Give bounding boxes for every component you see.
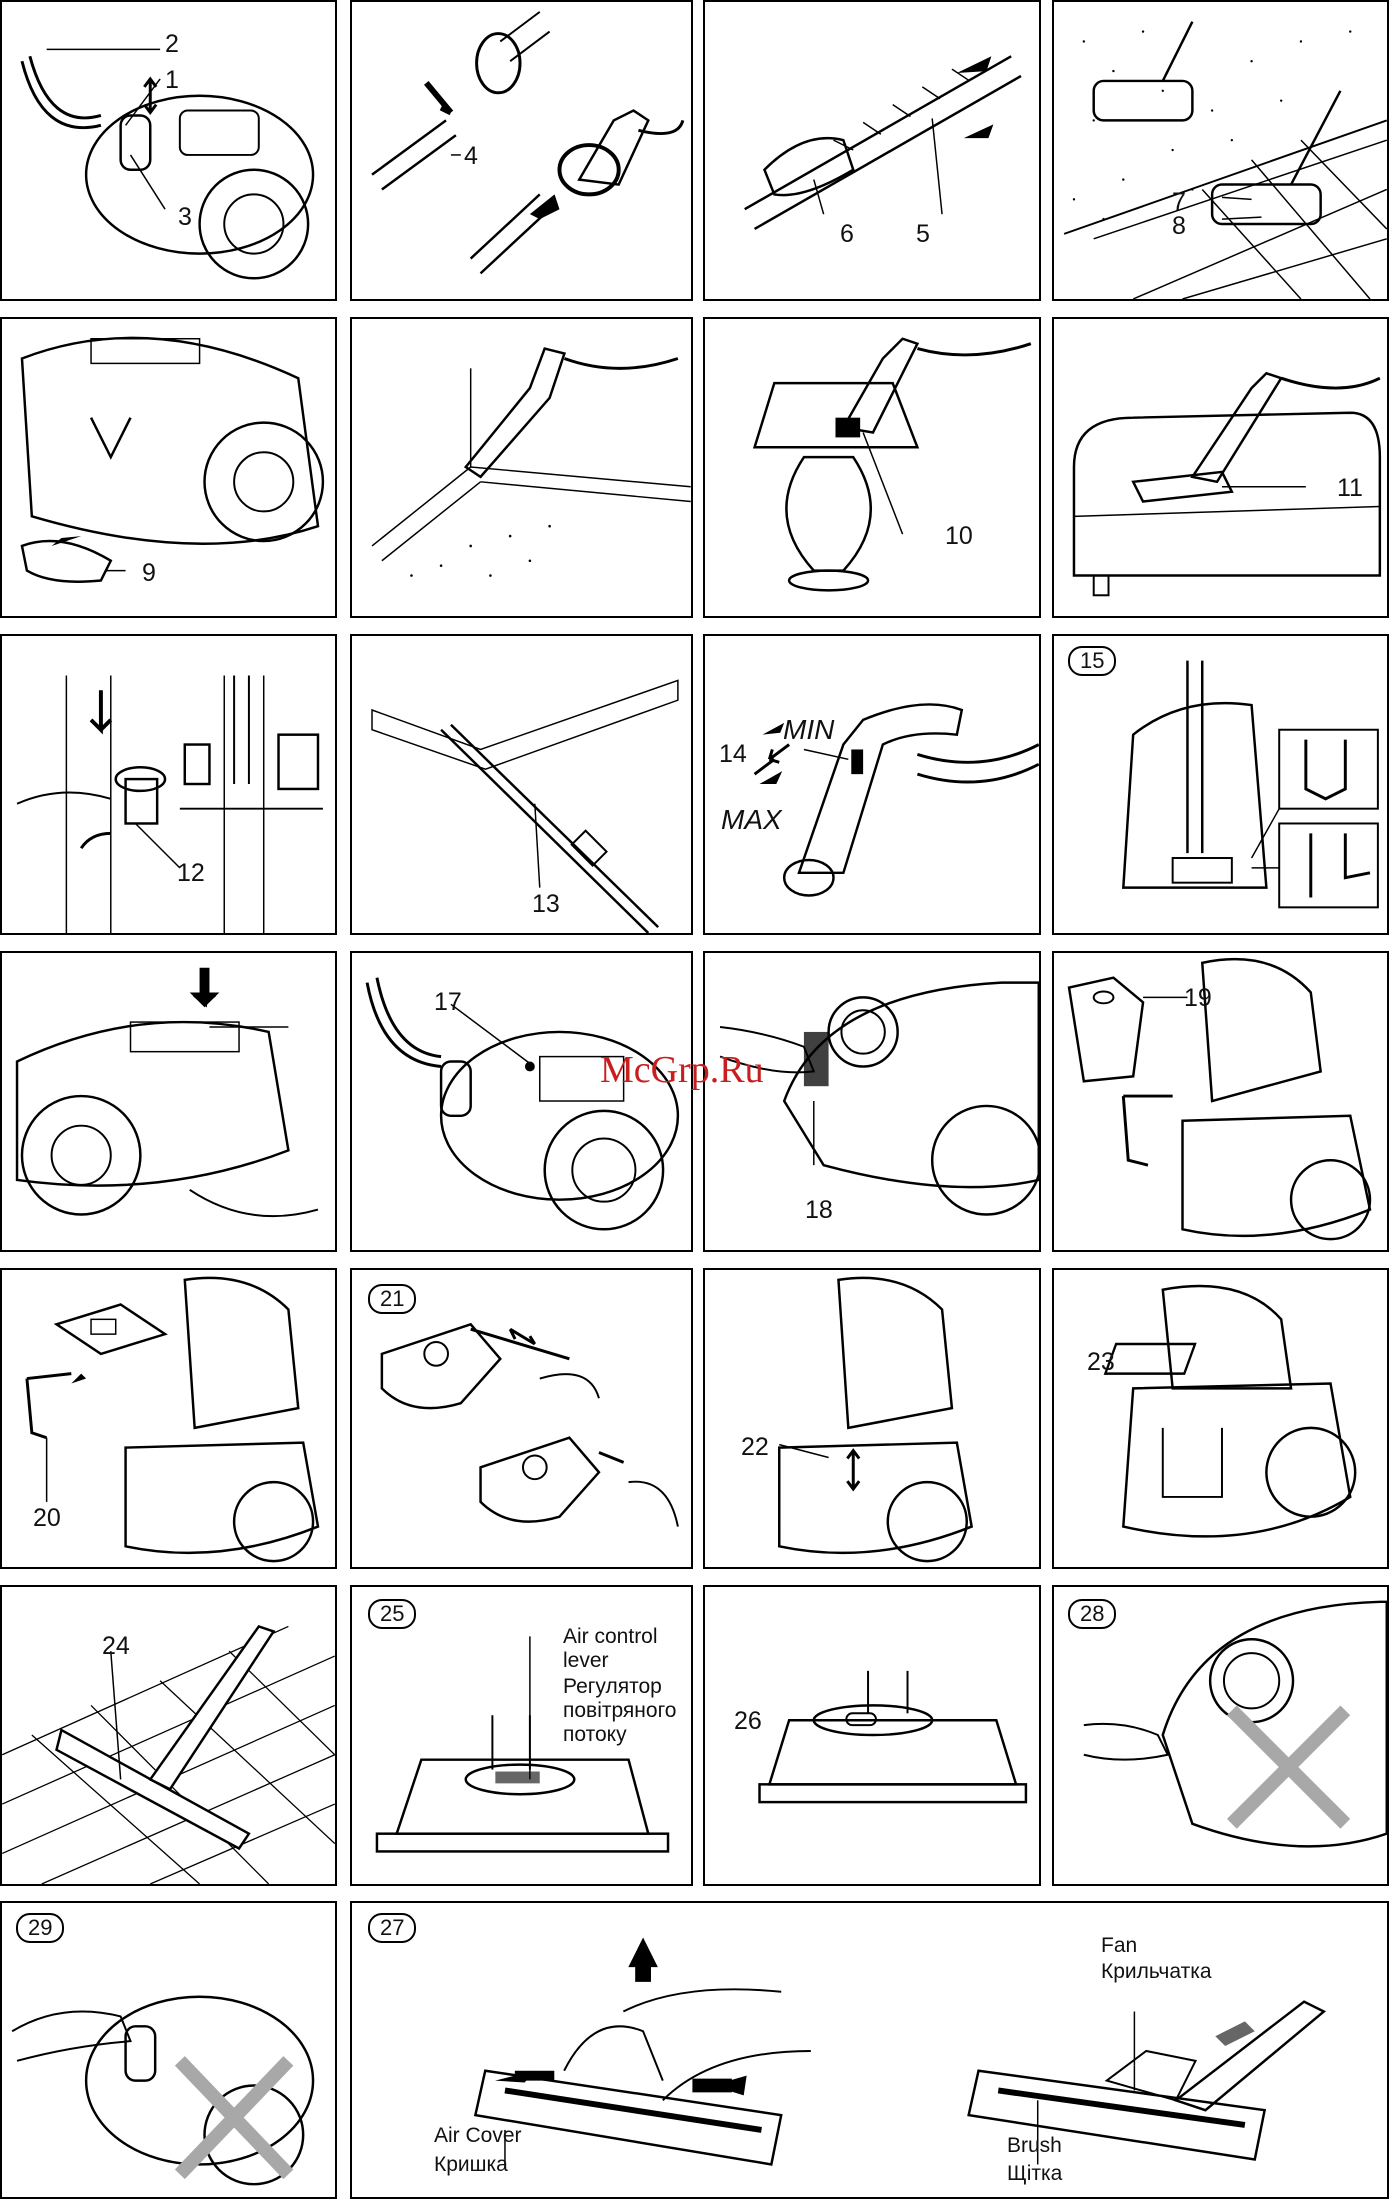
fan-label-ua: Крильчатка — [1101, 1960, 1212, 1985]
panel-12: 15 — [1052, 634, 1389, 935]
label-8: 8 — [1172, 214, 1186, 239]
panel-10: 13 — [350, 634, 693, 935]
label-19: 19 — [1184, 986, 1212, 1011]
panel-14: 17 — [350, 951, 693, 1252]
label-12: 12 — [177, 861, 205, 886]
do-not-hose-illustration — [2, 1903, 335, 2197]
fan-label-en: Fan — [1101, 1934, 1137, 1959]
panel-3: 6 5 — [703, 0, 1041, 301]
motor-filter-illustration — [1054, 1270, 1387, 1567]
panel-26: 27 Fan Крильчатка Air Cover Кришка Brush… — [350, 1901, 1389, 2199]
panel-15: 18 — [703, 951, 1041, 1252]
label-24: 24 — [102, 1634, 130, 1659]
panel-19: 22 — [703, 1268, 1041, 1569]
air-control-label-ua-3: потоку — [563, 1723, 627, 1748]
dusting-brush-lamp-illustration — [705, 319, 1039, 616]
floor-nozzle-illustration — [1054, 2, 1387, 299]
label-3: 3 — [178, 205, 192, 230]
panel-18: 21 — [350, 1268, 693, 1569]
label-18: 18 — [805, 1198, 833, 1223]
watermark-text: McGrp.Ru — [600, 1048, 764, 1092]
panel-24: 28 — [1052, 1585, 1389, 1886]
air-control-label-ua-2: повітряного — [563, 1699, 676, 1724]
label-4: 4 — [464, 144, 478, 169]
upholstery-nozzle-illustration — [1054, 319, 1387, 616]
label-1: 1 — [165, 68, 179, 93]
label-6: 6 — [840, 222, 854, 247]
accessory-holder-illustration — [2, 636, 335, 933]
label-min: MIN — [783, 716, 834, 744]
tube-connect-illustration — [352, 2, 691, 299]
brush-label-ua: Щітка — [1007, 2162, 1062, 2187]
panel-8: 11 — [1052, 317, 1389, 618]
panel-16: 19 — [1052, 951, 1389, 1252]
label-26: 26 — [734, 1709, 762, 1734]
do-not-illustration — [1054, 1587, 1387, 1884]
panel-6 — [350, 317, 693, 618]
parquet-nozzle-illustration — [2, 1587, 335, 1884]
label-20: 20 — [33, 1506, 61, 1531]
brush-label-en: Brush — [1007, 2134, 1062, 2159]
air-cover-label-ua: Кришка — [434, 2153, 508, 2178]
nozzle-lever-illustration — [705, 1587, 1039, 1884]
accessory-storage-illustration — [2, 319, 335, 616]
label-13: 13 — [532, 892, 560, 917]
air-cover-label-en: Air Cover — [434, 2124, 522, 2149]
panel-4: 7 8 — [1052, 0, 1389, 301]
label-9: 9 — [142, 561, 156, 586]
label-max: MAX — [721, 806, 782, 834]
air-control-label-ua-1: Регулятор — [563, 1675, 662, 1700]
label-11: 11 — [1337, 476, 1363, 501]
extension-tube-ceiling-illustration — [352, 636, 691, 933]
air-control-label-en-1: Air control — [563, 1625, 658, 1650]
panel-17: 20 — [0, 1268, 337, 1569]
panel-2: 4 — [350, 0, 693, 301]
panel-23: 26 — [703, 1585, 1041, 1886]
crevice-nozzle-illustration — [352, 319, 691, 616]
label-14: 14 — [719, 742, 747, 767]
panel-9: 12 — [0, 634, 337, 935]
air-control-label-en-2: lever — [563, 1649, 609, 1674]
telescopic-tube-illustration — [705, 2, 1039, 299]
label-5: 5 — [916, 222, 930, 247]
panel-11: 14 MIN MAX — [703, 634, 1041, 935]
label-10: 10 — [945, 524, 973, 549]
panel-25: 29 — [0, 1901, 337, 2199]
label-17: 17 — [434, 990, 462, 1015]
lid-open-illustration — [705, 953, 1039, 1250]
bag-indicator-illustration — [352, 953, 691, 1250]
cord-rewind-illustration — [2, 953, 335, 1250]
panel-21: 24 — [0, 1585, 337, 1886]
label-23: 23 — [1087, 1350, 1115, 1375]
panel-5: 9 — [0, 317, 337, 618]
dust-bag-remove-illustration — [1054, 953, 1387, 1250]
panel-13 — [0, 951, 337, 1252]
panel-7: 10 — [703, 317, 1041, 618]
panel-20: 23 — [1052, 1268, 1389, 1569]
storage-position-illustration — [1054, 636, 1387, 933]
panel-22: 25 Air control lever Регулятор повітряно… — [350, 1585, 693, 1886]
label-22: 22 — [741, 1435, 769, 1460]
bag-holder-check-illustration — [705, 1270, 1039, 1567]
panel-1: 2 1 3 — [0, 0, 337, 301]
bag-seal-illustration — [352, 1270, 691, 1567]
suction-regulator-handle-illustration — [705, 636, 1039, 933]
label-2: 2 — [165, 32, 179, 57]
